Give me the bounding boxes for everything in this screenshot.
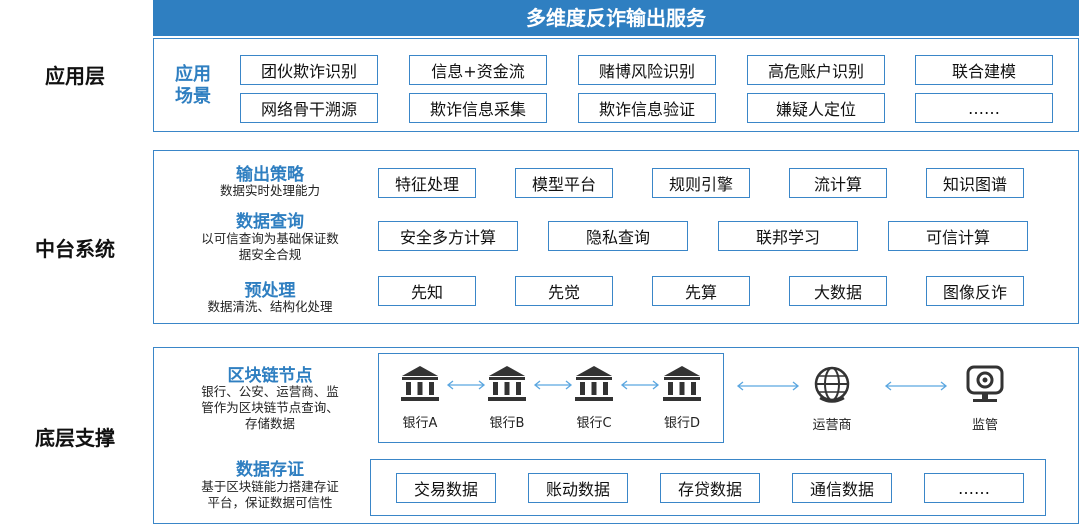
double-arrow-icon: [884, 381, 948, 391]
globe-signal-icon: [814, 366, 850, 403]
app-box: 网络骨干溯源: [240, 93, 378, 123]
app-box: 欺诈信息验证: [578, 93, 716, 123]
bank-icon: [488, 366, 526, 401]
mid-box: 先算: [652, 276, 750, 306]
bank-node-label: 银行D: [663, 416, 700, 431]
bank-icon: [663, 366, 701, 401]
double-arrow-icon: [736, 381, 800, 391]
blockchain-desc-line2: 管作为区块链节点查询、: [201, 400, 339, 415]
double-arrow-icon: [620, 380, 660, 390]
page-title: 多维度反诈输出服务: [153, 0, 1079, 36]
blockchain-desc-line3: 存储数据: [244, 416, 295, 431]
layer-label-mid: 中台系统: [35, 237, 115, 261]
app-box: ……: [915, 93, 1053, 123]
app-box: 嫌疑人定位: [747, 93, 885, 123]
mid-box: 模型平台: [515, 168, 613, 198]
data-boxes-container: [370, 459, 1046, 516]
data-box: ……: [924, 473, 1024, 503]
data-box: 账动数据: [528, 473, 628, 503]
bank-nodes-box: [378, 353, 724, 443]
app-scene-label: 应用 场景: [168, 64, 218, 108]
layer-label-base: 底层支撑: [35, 426, 115, 450]
bank-icon: [401, 366, 439, 401]
regulator-node: 监管: [950, 364, 1020, 433]
app-box: 联合建模: [915, 55, 1053, 85]
mid-box: 可信计算: [888, 221, 1028, 251]
storage-desc-line2: 平台，保证数据可信性: [207, 495, 333, 510]
mid-box: 特征处理: [378, 168, 476, 198]
strategy-desc: 数据实时处理能力: [219, 183, 320, 198]
storage-desc: 基于区块链能力搭建存证 平台，保证数据可信性: [170, 479, 370, 511]
mid-box: 规则引擎: [652, 168, 750, 198]
strategy-title: 输出策略: [236, 165, 304, 185]
mid-box: 安全多方计算: [378, 221, 518, 251]
blockchain-title: 区块链节点: [227, 366, 313, 386]
mid-box: 知识图谱: [926, 168, 1024, 198]
mid-box: 先知: [378, 276, 476, 306]
mid-box: 大数据: [789, 276, 887, 306]
camera-monitor-icon: [966, 365, 1004, 402]
double-arrow-icon: [533, 380, 573, 390]
mid-box: 图像反诈: [926, 276, 1024, 306]
query-title: 数据查询: [236, 212, 304, 232]
query-desc-line2: 据安全合规: [238, 247, 302, 262]
bank-node: 银行D: [647, 364, 717, 431]
app-scene-label-line2: 场景: [175, 86, 211, 107]
preprocess-title: 预处理: [244, 281, 296, 301]
app-scene-label-line1: 应用: [175, 64, 211, 85]
data-box: 交易数据: [396, 473, 496, 503]
blockchain-desc: 银行、公安、运营商、监 管作为区块链节点查询、 存储数据: [170, 384, 370, 432]
regulator-label: 监管: [971, 418, 998, 433]
storage-title: 数据存证: [236, 460, 304, 480]
bank-node-label: 银行B: [489, 416, 525, 431]
bank-node-label: 银行A: [402, 416, 438, 431]
data-box: 通信数据: [792, 473, 892, 503]
app-box: 欺诈信息采集: [409, 93, 547, 123]
bank-node: 银行C: [559, 364, 629, 431]
layer-label-app: 应用层: [45, 64, 105, 88]
double-arrow-icon: [446, 380, 486, 390]
mid-box: 流计算: [789, 168, 887, 198]
mid-box: 先觉: [515, 276, 613, 306]
app-box: 高危账户识别: [747, 55, 885, 85]
bank-icon: [575, 366, 613, 401]
bank-node: 银行B: [472, 364, 542, 431]
query-desc-line1: 以可信查询为基础保证数: [201, 231, 339, 246]
blockchain-desc-line1: 银行、公安、运营商、监: [201, 384, 339, 399]
app-box: 赌博风险识别: [578, 55, 716, 85]
operator-label: 运营商: [812, 418, 852, 433]
app-box: 信息+资金流: [409, 55, 547, 85]
mid-box: 联邦学习: [718, 221, 858, 251]
bank-node-label: 银行C: [576, 416, 612, 431]
query-desc: 以可信查询为基础保证数 据安全合规: [175, 231, 365, 263]
preprocess-desc: 数据清洗、结构化处理: [207, 299, 333, 314]
bank-node: 银行A: [385, 364, 455, 431]
data-box: 存贷数据: [660, 473, 760, 503]
storage-desc-line1: 基于区块链能力搭建存证: [201, 479, 339, 494]
mid-box: 隐私查询: [548, 221, 688, 251]
app-box: 团伙欺诈识别: [240, 55, 378, 85]
operator-node: 运营商: [797, 364, 867, 433]
